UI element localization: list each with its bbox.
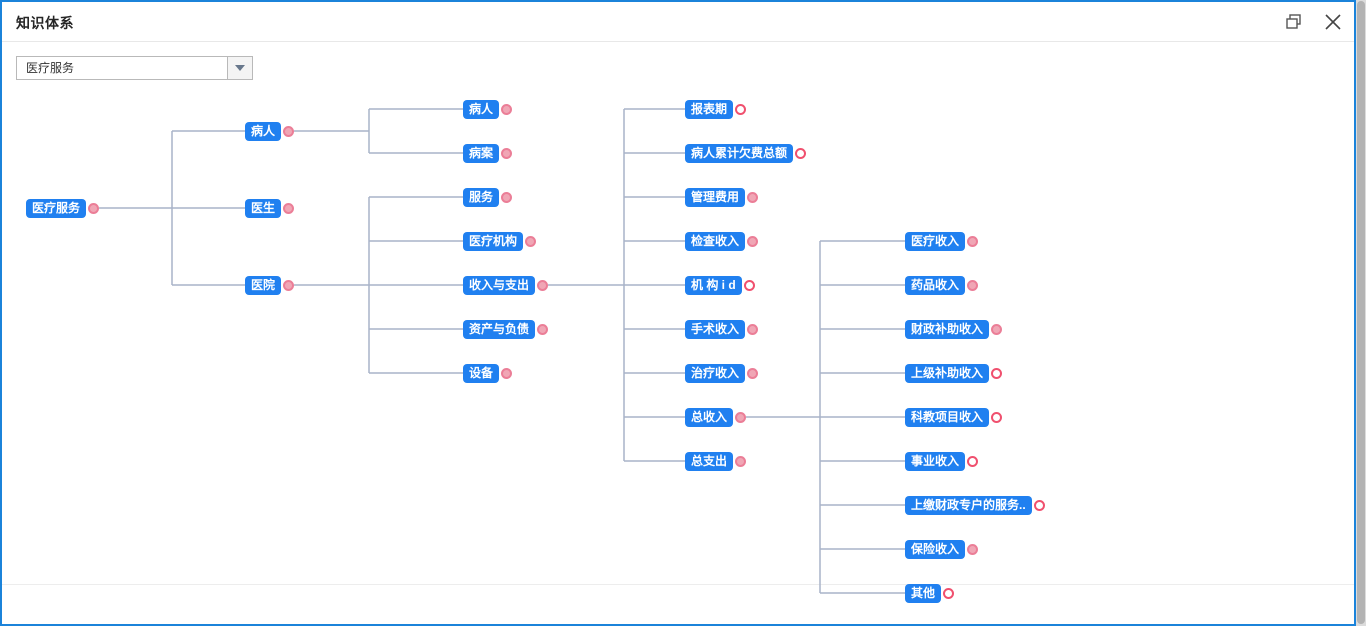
tree-node-label: 病案 [463,143,500,163]
tree-node-label: 病人累计欠费总额 [685,143,794,163]
node-link-dot[interactable] [967,455,979,467]
node-link-dot[interactable] [991,367,1003,379]
tree-node-yiliaojigou[interactable]: 医疗机构 [463,231,537,251]
tree-node-label: 总收入 [685,407,734,427]
tree-node-yiyuan[interactable]: 医院 [245,275,295,295]
tree-node-yisheng[interactable]: 医生 [245,198,295,218]
knowledge-tree-select[interactable]: 医疗服务 [16,56,253,80]
node-link-dot[interactable] [735,455,747,467]
tree-node-root[interactable]: 医疗服务 [26,198,100,218]
tree-node-yaopinshouru[interactable]: 药品收入 [905,275,979,295]
tree-node-baobiaoqi[interactable]: 报表期 [685,99,747,119]
tree-node-qianfei[interactable]: 病人累计欠费总额 [685,143,807,163]
node-link-dot[interactable] [537,279,549,291]
tree-node-label: 上级补助收入 [905,363,990,383]
tree-node-label: 财政补助收入 [905,319,990,339]
knowledge-tree-select-value: 医疗服务 [26,61,75,75]
tree-node-label: 医疗收入 [905,231,966,251]
tree-node-zongzhichu[interactable]: 总支出 [685,451,747,471]
tree-node-zhiliaoshouru[interactable]: 治疗收入 [685,363,759,383]
tree-node-shangjibuzhu[interactable]: 上级补助收入 [905,363,1003,383]
tree-node-bingren2[interactable]: 病人 [463,99,513,119]
node-link-dot[interactable] [501,103,513,115]
tree-node-bingan[interactable]: 病案 [463,143,513,163]
window-title: 知识体系 [16,15,74,31]
tree-node-bingren[interactable]: 病人 [245,121,295,141]
tree-node-zongshouru[interactable]: 总收入 [685,407,747,427]
tree-node-label: 医疗服务 [26,198,87,218]
tree-node-baoxianshouru[interactable]: 保险收入 [905,539,979,559]
tree-node-label: 其他 [905,583,942,603]
node-link-dot[interactable] [795,147,807,159]
node-link-dot[interactable] [735,103,747,115]
node-link-dot[interactable] [735,411,747,423]
tree-node-yiliaoshouru[interactable]: 医疗收入 [905,231,979,251]
tree-node-jianchashouru[interactable]: 检查收入 [685,231,759,251]
tree-node-caizhengbuzhu[interactable]: 财政补助收入 [905,319,1003,339]
page-scrollbar[interactable] [1356,0,1366,626]
page-scrollbar-thumb[interactable] [1357,1,1365,624]
tree-node-label: 上缴财政专户的服务.. [905,495,1032,515]
node-link-dot[interactable] [537,323,549,335]
node-link-dot[interactable] [967,543,979,555]
tree-node-shebei[interactable]: 设备 [463,363,513,383]
tree-node-label: 收入与支出 [463,275,536,295]
node-link-dot[interactable] [88,202,100,214]
tree-node-label: 医院 [245,275,282,295]
tree-node-label: 手术收入 [685,319,746,339]
node-link-dot[interactable] [967,279,979,291]
tree-node-label: 管理费用 [685,187,746,207]
tree-node-label: 设备 [463,363,500,383]
node-link-dot[interactable] [747,235,759,247]
tree-node-shiyeshouru[interactable]: 事业收入 [905,451,979,471]
chevron-down-icon[interactable] [227,57,252,79]
tree-node-kejiaoxiangmu[interactable]: 科教项目收入 [905,407,1003,427]
tree-node-label: 医疗机构 [463,231,524,251]
content-bottom-separator [2,584,1354,585]
tree-node-label: 资产与负债 [463,319,536,339]
tree-node-shangjiaocaizheng[interactable]: 上缴财政专户的服务.. [905,495,1045,515]
tree-node-label: 医生 [245,198,282,218]
node-link-dot[interactable] [501,367,513,379]
tree-node-fuwu[interactable]: 服务 [463,187,513,207]
close-icon[interactable] [1323,12,1343,32]
tree-node-label: 药品收入 [905,275,966,295]
tree-node-qita[interactable]: 其他 [905,583,955,603]
node-link-dot[interactable] [1033,499,1045,511]
restore-window-icon[interactable] [1284,12,1304,32]
tree-node-zichanyufuzhai[interactable]: 资产与负债 [463,319,549,339]
tree-node-label: 科教项目收入 [905,407,990,427]
node-link-dot[interactable] [283,202,295,214]
tree-node-label: 保险收入 [905,539,966,559]
tree-node-label: 事业收入 [905,451,966,471]
node-link-dot[interactable] [991,411,1003,423]
tree-node-label: 服务 [463,187,500,207]
node-link-dot[interactable] [743,279,755,291]
tree-node-jigouid[interactable]: 机 构 i d [685,275,755,295]
tree-node-label: 机 构 i d [685,275,742,295]
tree-node-label: 治疗收入 [685,363,746,383]
tree-node-label: 检查收入 [685,231,746,251]
node-link-dot[interactable] [525,235,537,247]
node-link-dot[interactable] [747,367,759,379]
node-link-dot[interactable] [501,147,513,159]
tree-node-guanlifeiyong[interactable]: 管理费用 [685,187,759,207]
window-titlebar: 知识体系 [2,2,1354,42]
node-link-dot[interactable] [747,191,759,203]
tree-node-shoushushouru[interactable]: 手术收入 [685,319,759,339]
node-link-dot[interactable] [943,587,955,599]
node-link-dot[interactable] [747,323,759,335]
node-link-dot[interactable] [501,191,513,203]
tree-node-label: 总支出 [685,451,734,471]
tree-node-label: 病人 [245,121,282,141]
node-link-dot[interactable] [283,125,295,137]
node-link-dot[interactable] [283,279,295,291]
tree-node-label: 病人 [463,99,500,119]
tree-node-label: 报表期 [685,99,734,119]
node-link-dot[interactable] [991,323,1003,335]
node-link-dot[interactable] [967,235,979,247]
tree-node-shouruyuzhichu[interactable]: 收入与支出 [463,275,549,295]
